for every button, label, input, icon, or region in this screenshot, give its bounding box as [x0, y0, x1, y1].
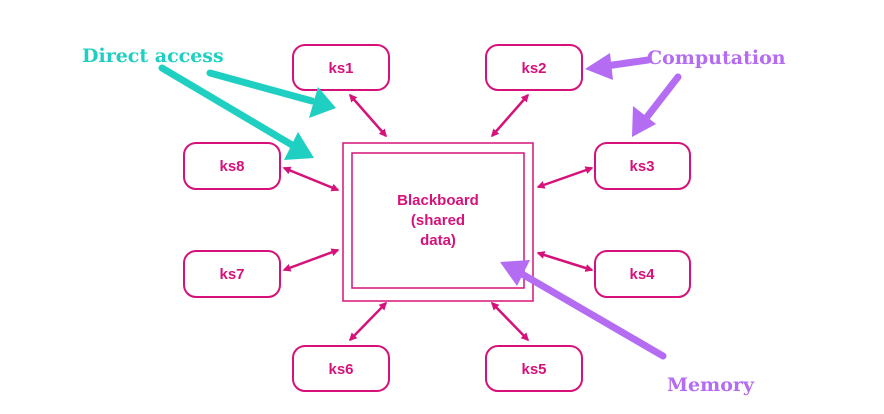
ks1-label: ks1: [328, 60, 353, 77]
ks4-node: ks4: [594, 250, 691, 298]
ks4-connector: [536, 251, 594, 272]
ks8-connector: [282, 166, 340, 192]
ks5-connector: [490, 301, 530, 342]
ks3-node: ks3: [594, 142, 691, 190]
ks8-node: ks8: [183, 142, 281, 190]
ks7-label: ks7: [219, 266, 244, 283]
ks1-node: ks1: [292, 44, 390, 91]
ks5-label: ks5: [521, 361, 546, 378]
computation-label: Computation: [647, 47, 786, 69]
ks3-connector: [536, 166, 594, 189]
ks3-label: ks3: [629, 158, 654, 175]
ks6-label: ks6: [328, 361, 353, 378]
ks6-node: ks6: [292, 345, 390, 392]
blackboard-label-line2: (shared: [411, 212, 465, 229]
ks2-label: ks2: [521, 60, 546, 77]
ks2-node: ks2: [485, 44, 583, 91]
direct-access-arrow-to-ks1: [206, 69, 336, 118]
blackboard-label-line1: Blackboard: [397, 192, 479, 209]
memory-label: Memory: [667, 374, 755, 396]
blackboard-box: Blackboard (shared data): [342, 142, 534, 302]
ks5-node: ks5: [485, 345, 583, 392]
direct-access-label: Direct access: [82, 45, 224, 67]
memory-arrow-to-blackboard: [500, 260, 667, 360]
ks8-label: ks8: [219, 158, 244, 175]
ks2-connector: [491, 93, 529, 138]
computation-arrow-to-ks3: [632, 73, 682, 137]
direct-access-arrow-to-blackboard: [158, 64, 314, 160]
blackboard-label-line3: data): [420, 232, 456, 249]
ks7-connector: [282, 248, 340, 272]
ks1-connector: [349, 93, 387, 138]
ks6-connector: [348, 301, 388, 342]
ks4-label: ks4: [629, 266, 655, 283]
ks7-node: ks7: [183, 250, 281, 298]
computation-arrow-to-ks2: [585, 53, 652, 80]
